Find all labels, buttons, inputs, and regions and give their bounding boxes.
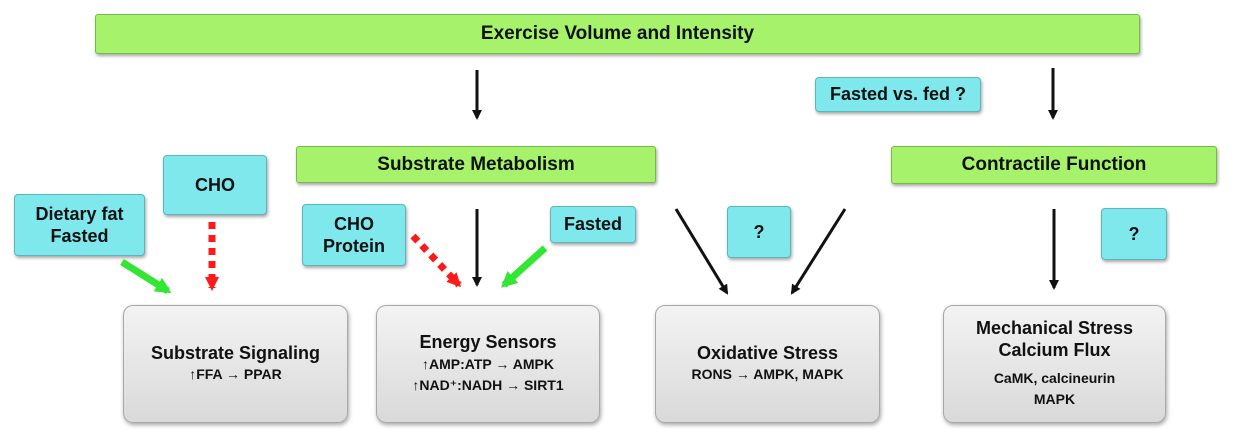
arrow-fasted-to-energy-sensors xyxy=(501,245,548,288)
question-oxidative-label: ? xyxy=(753,221,765,242)
mechanical-stress-title-1: Mechanical Stress xyxy=(975,318,1134,339)
oxidative-stress-line-1: RONS → AMPK, MAPK xyxy=(691,366,844,383)
substrate-signaling-box: Substrate Signaling ↑FFA → PPAR xyxy=(123,305,348,423)
cho-label: CHO xyxy=(195,174,235,195)
energy-sensors-line-1: ↑AMP:ATP → AMPK xyxy=(422,355,554,372)
contractile-function-box: Contractile Function xyxy=(891,146,1217,184)
substrate-metabolism-label: Substrate Metabolism xyxy=(377,153,575,175)
cho-box: CHO xyxy=(163,155,267,215)
question-mechanical-box: ? xyxy=(1101,208,1167,260)
mechanical-stress-line-2: MAPK xyxy=(1033,390,1076,407)
energy-sensors-line-2: ↑NAD⁺:NADH → SIRT1 xyxy=(412,376,564,393)
energy-sensors-box: Energy Sensors ↑AMP:ATP → AMPK ↑NAD⁺:NAD… xyxy=(376,305,600,423)
substrate-signaling-line-1: ↑FFA → PPAR xyxy=(189,366,282,383)
substrate-metabolism-box: Substrate Metabolism xyxy=(296,146,656,183)
arrow-dietary-fat-to-substrate-signaling xyxy=(120,259,172,294)
arrow-right-to-oxidative xyxy=(790,208,847,295)
mechanical-stress-title-2: Calcium Flux xyxy=(998,340,1111,360)
protein-label: Protein xyxy=(322,236,385,256)
mechanical-stress-box: Mechanical Stress Calcium Flux CaMK, cal… xyxy=(943,305,1166,423)
fasted-label: Fasted xyxy=(50,226,109,246)
arrow-left-to-oxidative xyxy=(674,208,729,295)
cho-label-2: CHO xyxy=(334,213,374,234)
exercise-volume-intensity-label: Exercise Volume and Intensity xyxy=(480,23,755,44)
mechanical-stress-line-1: CaMK, calcineurin xyxy=(993,369,1116,386)
question-oxidative-box: ? xyxy=(727,206,791,258)
dietary-fat-label: Dietary fat xyxy=(35,203,124,224)
cho-protein-box: CHO Protein xyxy=(302,204,406,266)
oxidative-stress-box: Oxidative Stress RONS → AMPK, MAPK xyxy=(655,305,880,423)
question-mechanical-label: ? xyxy=(1128,223,1140,244)
fasted-box: Fasted xyxy=(550,206,636,243)
arrow-cho-protein-to-energy-sensors xyxy=(410,233,462,288)
exercise-volume-intensity-box: Exercise Volume and Intensity xyxy=(95,14,1140,54)
fasted-vs-fed-box: Fasted vs. fed ? xyxy=(815,77,981,112)
substrate-signaling-title: Substrate Signaling xyxy=(150,342,321,363)
oxidative-stress-title: Oxidative Stress xyxy=(696,342,839,363)
energy-sensors-title: Energy Sensors xyxy=(419,332,557,353)
dietary-fat-fasted-box: Dietary fat Fasted xyxy=(14,194,145,256)
contractile-function-label: Contractile Function xyxy=(961,154,1147,175)
fasted-vs-fed-label: Fasted vs. fed ? xyxy=(829,84,967,105)
fasted-box-label: Fasted xyxy=(563,214,623,235)
